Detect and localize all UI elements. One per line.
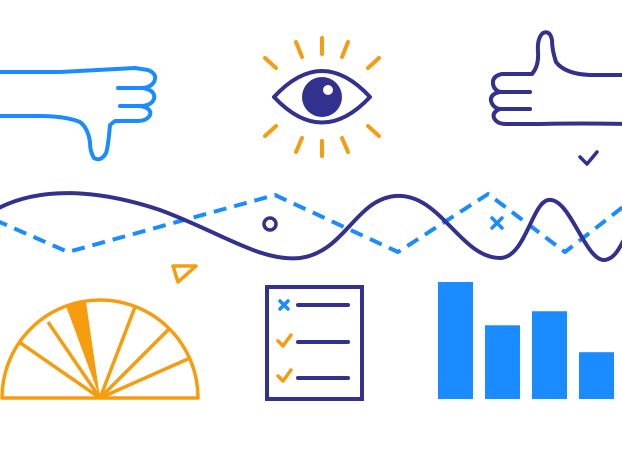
half-pie-gauge-icon [0, 298, 200, 400]
check-mark-icon [276, 333, 293, 348]
eye-icon [263, 36, 381, 158]
thumbs-up-icon [488, 30, 622, 126]
checklist-frame [265, 285, 364, 401]
check-mark-icon [276, 368, 293, 383]
checkmark-icon [578, 150, 599, 166]
bar-chart-icon [438, 282, 614, 399]
cross-mark-icon [278, 299, 290, 311]
bar-2 [485, 325, 520, 399]
cross-marker [490, 216, 504, 230]
checklist-icon [265, 285, 364, 401]
wave-line [0, 191, 622, 262]
bar-3 [532, 311, 567, 399]
bar-1 [438, 282, 473, 399]
eye-rays [263, 36, 381, 158]
checklist-row-3 [276, 368, 350, 383]
checklist-row-2 [276, 333, 350, 348]
dashed-zigzag-line [0, 192, 622, 254]
thumbs-down-icon [0, 66, 158, 162]
circle-marker [262, 216, 278, 232]
gauge-highlight-segment [66, 302, 100, 398]
triangle-icon [171, 264, 198, 284]
checklist-row-1 [278, 299, 350, 311]
bar-4 [579, 352, 614, 399]
